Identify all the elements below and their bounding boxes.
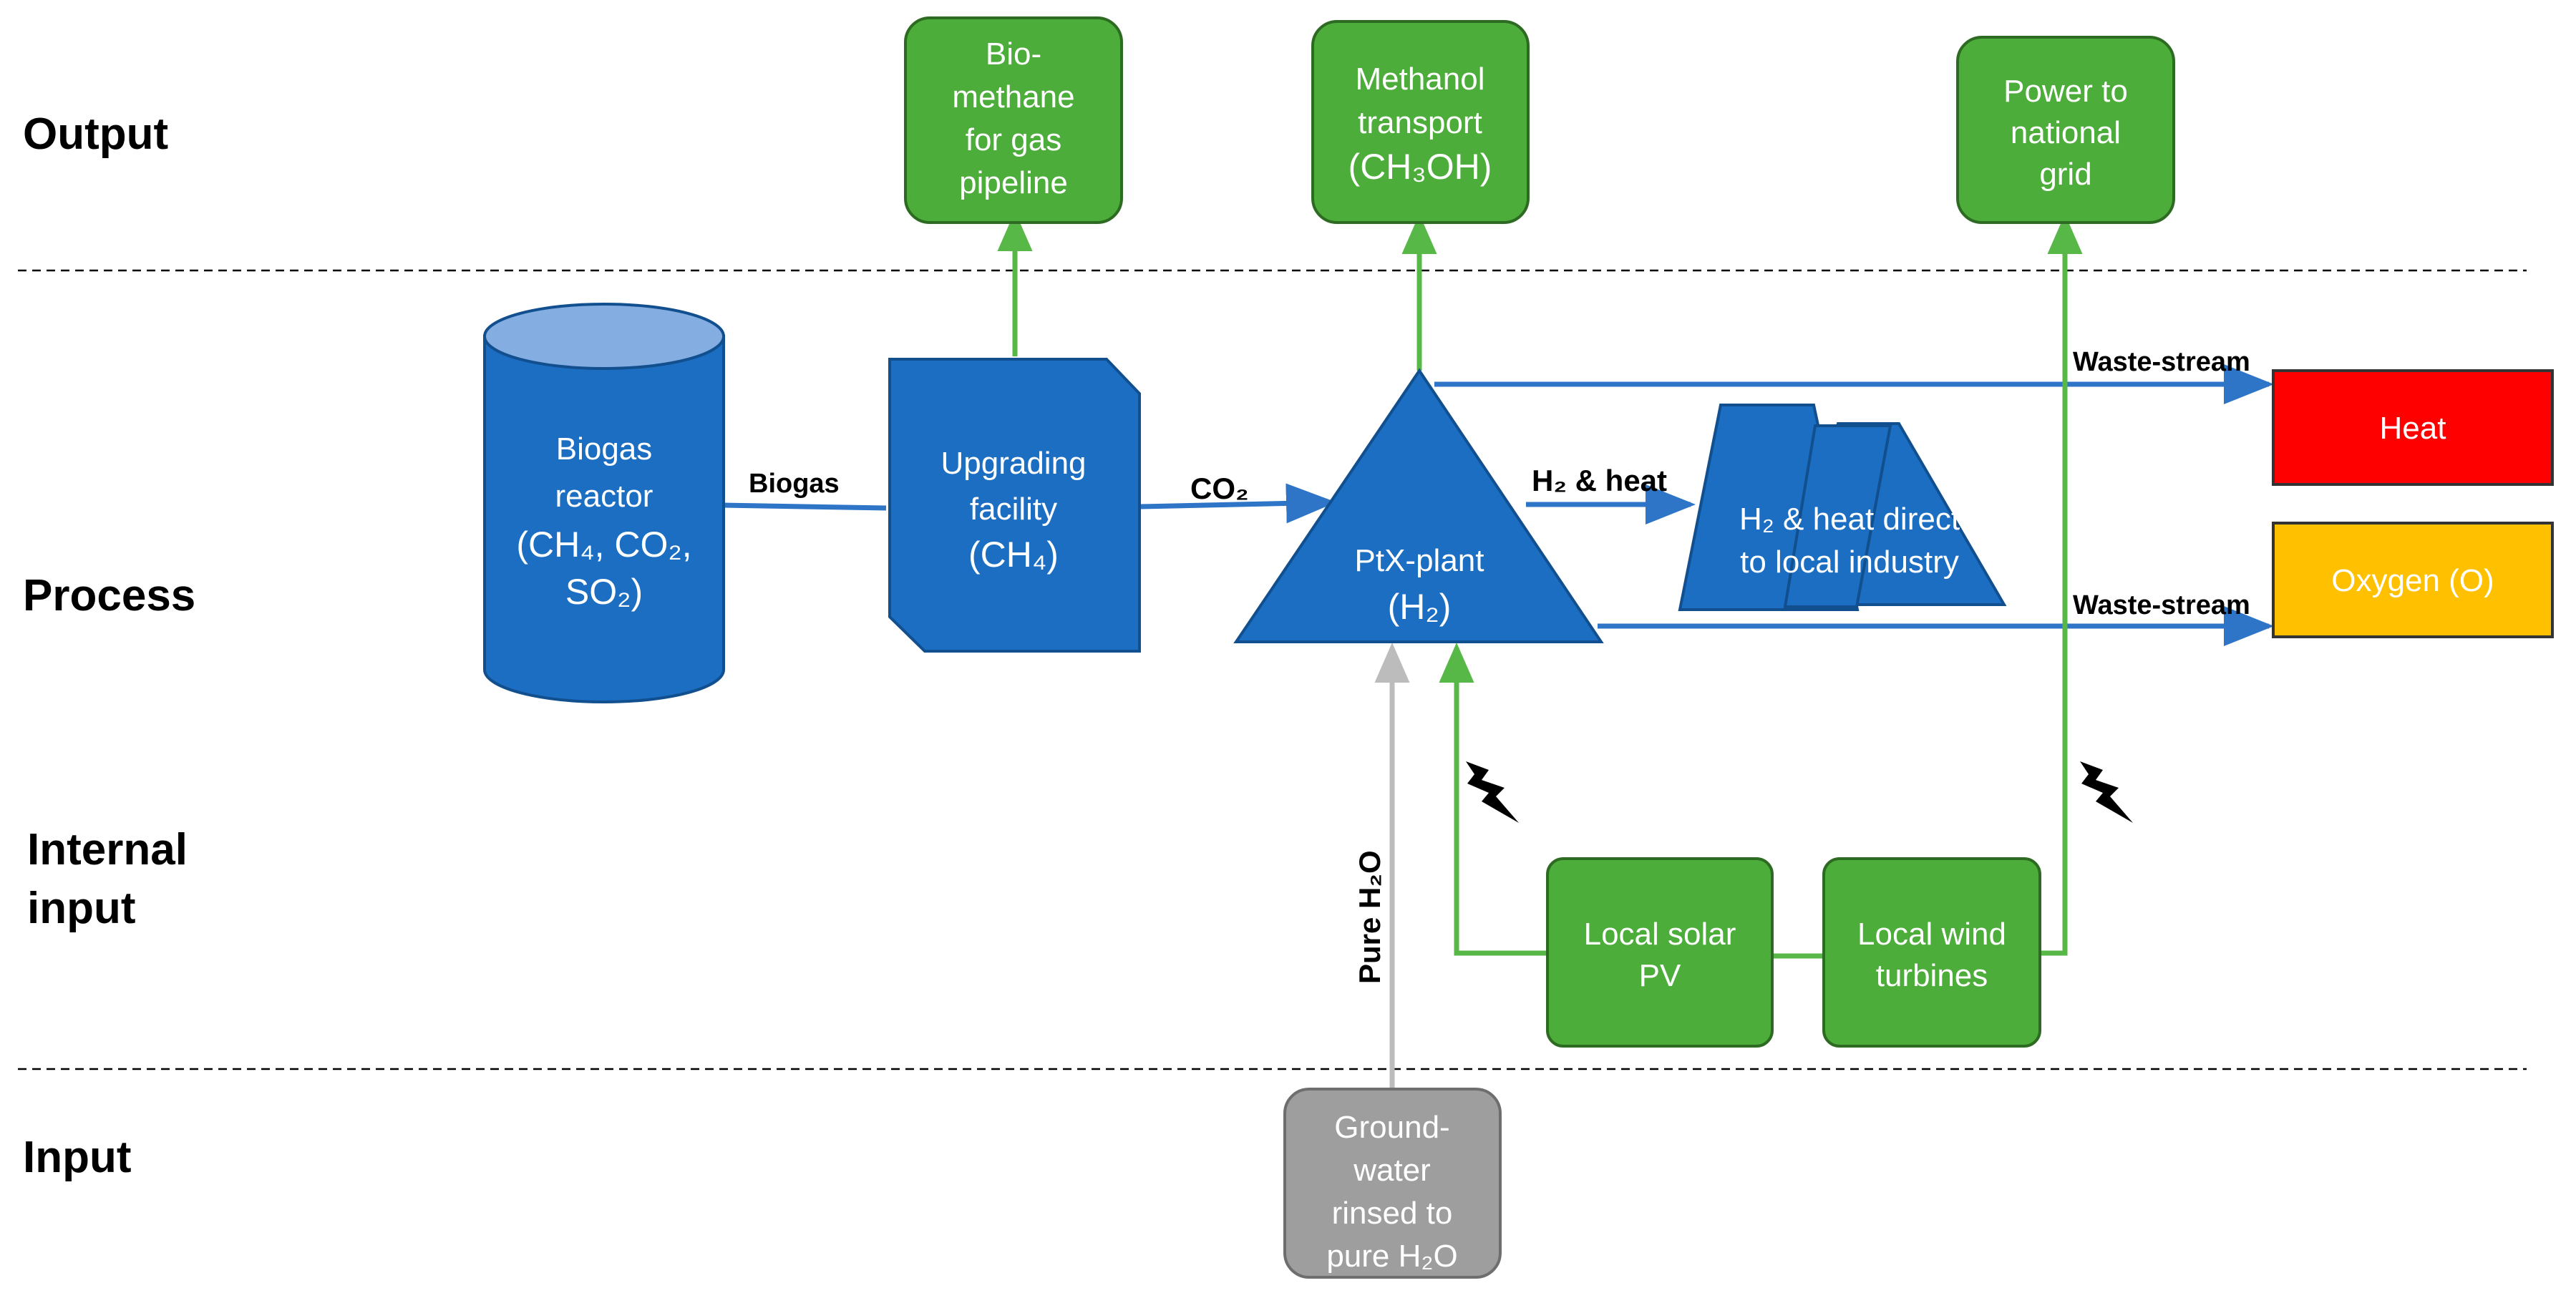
svg-text:national: national <box>2011 115 2121 150</box>
node-oxygen: Oxygen (O) <box>2272 522 2554 638</box>
svg-text:rinsed to: rinsed to <box>1332 1196 1453 1231</box>
svg-text:SO₂): SO₂) <box>565 572 643 612</box>
node-local-industry: H₂ & heat direct to local industry <box>1678 404 2007 611</box>
node-biomethane: Bio- methane for gas pipeline <box>904 16 1123 224</box>
node-heat: Heat <box>2272 369 2554 486</box>
svg-text:Local solar: Local solar <box>1584 917 1736 952</box>
edge-biogas <box>722 502 887 511</box>
lane-title-output: Output <box>23 109 168 159</box>
svg-text:PtX-plant: PtX-plant <box>1355 543 1484 578</box>
svg-text:Ground-: Ground- <box>1334 1110 1449 1145</box>
lightning-bolt-icon <box>1466 761 1519 823</box>
edge-label-h2-heat: H₂ & heat <box>1532 464 1667 497</box>
lightning-bolt-icon <box>2080 761 2133 823</box>
svg-text:Bio-: Bio- <box>986 36 1041 72</box>
svg-text:(CH₄): (CH₄) <box>968 535 1059 575</box>
svg-text:(H₂): (H₂) <box>1388 587 1452 627</box>
svg-text:pipeline: pipeline <box>959 165 1068 200</box>
edge-co2 <box>1140 483 1336 524</box>
svg-text:(CH₄, CO₂,: (CH₄, CO₂, <box>516 524 691 565</box>
node-upgrading-facility: Upgrading facility (CH₄) <box>888 358 1141 653</box>
svg-text:Local wind: Local wind <box>1857 917 2006 952</box>
svg-text:methane: methane <box>952 79 1074 114</box>
lane-title-internal-2: input <box>27 884 136 933</box>
edge-label-waste-oxygen: Waste-stream <box>2073 590 2250 620</box>
svg-text:transport: transport <box>1358 105 1482 140</box>
svg-text:turbines: turbines <box>1876 958 1988 993</box>
svg-text:Methanol: Methanol <box>1355 62 1484 97</box>
svg-text:Oxygen (O): Oxygen (O) <box>2331 563 2494 598</box>
edge-label-co2: CO₂ <box>1190 472 1249 505</box>
node-biogas-reactor: Biogas reactor (CH₄, CO₂, SO₂) <box>483 303 725 703</box>
lane-title-input: Input <box>23 1133 132 1182</box>
node-solar-pv: Local solar PV <box>1546 857 1774 1048</box>
svg-text:Biogas: Biogas <box>556 431 653 467</box>
svg-text:to local industry: to local industry <box>1740 545 1959 580</box>
svg-text:pure H₂O: pure H₂O <box>1326 1239 1457 1274</box>
svg-text:for gas: for gas <box>966 122 1062 157</box>
svg-text:reactor: reactor <box>555 479 653 514</box>
lane-title-internal: Internal <box>27 825 188 874</box>
edge-label-biogas: Biogas <box>749 469 840 499</box>
node-groundwater: Ground- water rinsed to pure H₂O <box>1283 1088 1502 1279</box>
svg-text:Heat: Heat <box>2380 411 2446 446</box>
svg-text:(CH₃OH): (CH₃OH) <box>1348 147 1492 187</box>
edge-label-pure-h2o: Pure H₂O <box>1353 850 1386 984</box>
node-ptx-plant: PtX-plant (H₂) <box>1233 368 1604 643</box>
node-power-grid: Power to national grid <box>1956 36 2175 224</box>
svg-text:H₂ & heat direct: H₂ & heat direct <box>1739 502 1960 537</box>
node-wind-turbines: Local wind turbines <box>1822 857 2041 1048</box>
edge-wind-to-grid <box>2040 214 2083 956</box>
svg-text:Upgrading: Upgrading <box>941 446 1086 481</box>
svg-text:grid: grid <box>2039 157 2091 192</box>
node-methanol-transport: Methanol transport (CH₃OH) <box>1311 20 1530 224</box>
svg-text:water: water <box>1353 1153 1431 1188</box>
edge-solar-to-ptx <box>1439 643 1547 956</box>
lane-title-process: Process <box>23 571 195 620</box>
svg-text:facility: facility <box>970 492 1057 527</box>
svg-text:Power to: Power to <box>2003 74 2128 109</box>
svg-text:PV: PV <box>1639 958 1681 993</box>
edge-label-waste-heat: Waste-stream <box>2073 347 2250 377</box>
